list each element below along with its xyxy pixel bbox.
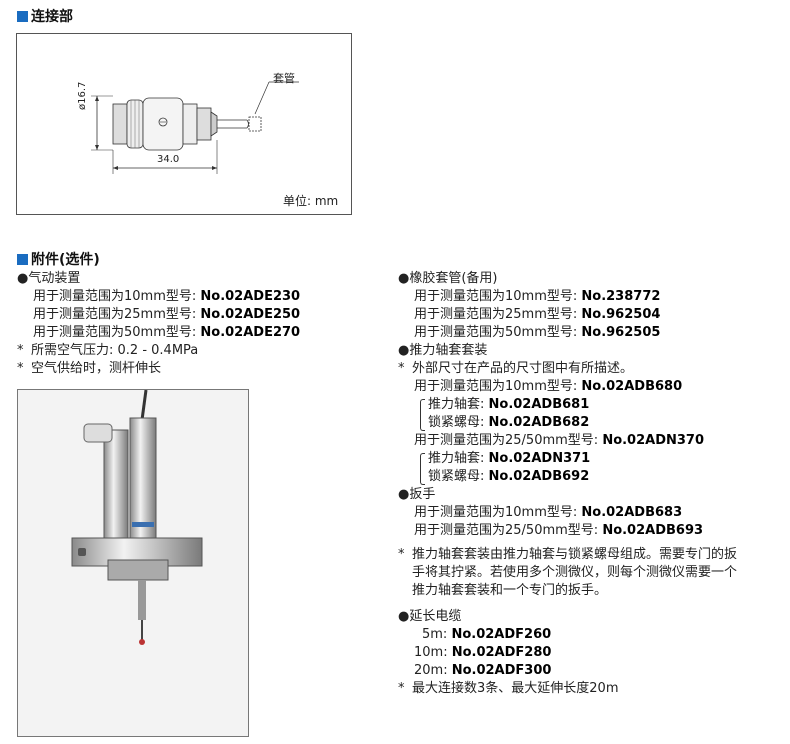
row-text: 用于测量范围为25/50mm型号:	[414, 433, 603, 448]
note-text: 外部尺寸在产品的尺寸图中有所描述。	[412, 361, 634, 376]
thrust-sub-row: 推力轴套: No.02ADB681	[398, 396, 788, 414]
thrust-sub-row: 推力轴套: No.02ADN371	[398, 450, 788, 468]
note-text: 推力轴套套装由推力轴套与锁紧螺母组成。需要专门的扳手将其拧紧。若使用多个测微仪，…	[412, 547, 738, 598]
row-code: No.238772	[581, 289, 661, 304]
row-text: 用于测量范围为50mm型号:	[414, 325, 582, 340]
connector-drawing	[91, 81, 299, 174]
row-code: No.02ADB681	[488, 397, 590, 412]
row-code: No.962504	[581, 307, 661, 322]
thrust-sub-row: 锁紧螺母: No.02ADB692	[398, 468, 788, 486]
note-text: 最大连接数3条、最大延伸长度20m	[412, 681, 619, 696]
row-text: 用于测量范围为10mm型号:	[414, 289, 582, 304]
pneumatic-row: 用于测量范围为10mm型号: No.02ADE230	[17, 288, 317, 306]
thrust-sub-row: 锁紧螺母: No.02ADB682	[398, 414, 788, 432]
thrust-row: 用于测量范围为10mm型号: No.02ADB680	[398, 378, 788, 396]
sleeve-label: 套管	[273, 72, 295, 85]
pneumatic-device-photo	[17, 389, 249, 737]
row-text: 锁紧螺母:	[428, 469, 489, 484]
wrench-title: ●扳手	[398, 487, 436, 502]
wrench-row: 用于测量范围为10mm型号: No.02ADB683	[398, 504, 788, 522]
wrench-note: *推力轴套套装由推力轴套与锁紧螺母组成。需要专门的扳手将其拧紧。若使用多个测微仪…	[398, 546, 743, 600]
row-text: 用于测量范围为50mm型号:	[33, 325, 201, 340]
thrust-sub-group: 推力轴套: No.02ADB681 锁紧螺母: No.02ADB682	[398, 396, 788, 432]
row-text: 10m:	[414, 645, 452, 660]
row-code: No.02ADE250	[200, 307, 301, 322]
section-marker-icon	[17, 253, 28, 265]
row-text: 推力轴套:	[428, 451, 489, 466]
length-dimension-label: 34.0	[157, 154, 180, 165]
row-code: No.02ADB683	[581, 505, 683, 520]
right-column: ●橡胶套管(备用) 用于测量范围为10mm型号: No.238772 用于测量范…	[398, 270, 788, 698]
thrust-row: 用于测量范围为25/50mm型号: No.02ADN370	[398, 432, 788, 450]
pneumatic-note: *所需空气压力: 0.2 - 0.4MPa	[17, 343, 199, 358]
row-code: No.02ADB680	[581, 379, 683, 394]
pneumatic-block: ●气动装置 用于测量范围为10mm型号: No.02ADE230 用于测量范围为…	[17, 270, 317, 378]
section-title-text: 附件(选件)	[31, 252, 100, 268]
cable-note: *最大连接数3条、最大延伸长度20m	[398, 681, 619, 696]
row-code: No.02ADE230	[200, 289, 301, 304]
row-code: No.02ADB693	[602, 523, 704, 538]
row-text: 用于测量范围为25mm型号:	[414, 307, 582, 322]
row-text: 用于测量范围为25/50mm型号:	[414, 523, 603, 538]
cable-row: 5m: No.02ADF260	[398, 626, 788, 644]
row-text: 5m:	[422, 627, 452, 642]
row-text: 锁紧螺母:	[428, 415, 489, 430]
pneumatic-note: *空气供给时，测杆伸长	[17, 361, 162, 376]
row-code: No.02ADN370	[602, 433, 705, 448]
cable-row: 10m: No.02ADF280	[398, 644, 788, 662]
row-text: 用于测量范围为10mm型号:	[33, 289, 201, 304]
thrust-note: *外部尺寸在产品的尺寸图中有所描述。	[398, 361, 634, 376]
section-title-text: 连接部	[31, 9, 73, 25]
connector-diagram-frame: ø16.7 34.0 套管 单位: mm	[16, 33, 352, 215]
pneumatic-title: ●气动装置	[17, 271, 81, 286]
row-code: No.02ADE270	[200, 325, 301, 340]
row-text: 推力轴套:	[428, 397, 489, 412]
cable-row: 20m: No.02ADF300	[398, 662, 788, 680]
brace-icon	[420, 399, 425, 431]
rubber-title: ●橡胶套管(备用)	[398, 271, 498, 286]
section-title-connect: 连接部	[17, 6, 73, 26]
thrust-title: ●推力轴套套装	[398, 343, 488, 358]
rubber-row: 用于测量范围为25mm型号: No.962504	[398, 306, 788, 324]
row-code: No.962505	[581, 325, 661, 340]
device-illustration	[18, 390, 248, 736]
note-text: 空气供给时，测杆伸长	[31, 361, 162, 376]
row-code: No.02ADF300	[451, 663, 552, 678]
pneumatic-row: 用于测量范围为25mm型号: No.02ADE250	[17, 306, 317, 324]
row-code: No.02ADB692	[488, 469, 590, 484]
row-text: 用于测量范围为10mm型号:	[414, 505, 582, 520]
cable-title: ●延长电缆	[398, 609, 462, 624]
diameter-dimension-label: ø16.7	[77, 81, 88, 110]
unit-label: 单位: mm	[283, 194, 339, 208]
row-text: 用于测量范围为10mm型号:	[414, 379, 582, 394]
rubber-row: 用于测量范围为50mm型号: No.962505	[398, 324, 788, 342]
section-title-accessories: 附件(选件)	[17, 249, 100, 269]
row-code: No.02ADF260	[451, 627, 552, 642]
row-code: No.02ADF280	[451, 645, 552, 660]
row-text: 用于测量范围为25mm型号:	[33, 307, 201, 322]
rubber-row: 用于测量范围为10mm型号: No.238772	[398, 288, 788, 306]
note-text: 所需空气压力: 0.2 - 0.4MPa	[31, 343, 199, 358]
row-text: 20m:	[414, 663, 452, 678]
thrust-sub-group: 推力轴套: No.02ADN371 锁紧螺母: No.02ADB692	[398, 450, 788, 486]
section-marker-icon	[17, 10, 28, 22]
row-code: No.02ADB682	[488, 415, 590, 430]
row-code: No.02ADN371	[488, 451, 591, 466]
brace-icon	[420, 453, 425, 485]
wrench-row: 用于测量范围为25/50mm型号: No.02ADB693	[398, 522, 788, 540]
pneumatic-row: 用于测量范围为50mm型号: No.02ADE270	[17, 324, 317, 342]
